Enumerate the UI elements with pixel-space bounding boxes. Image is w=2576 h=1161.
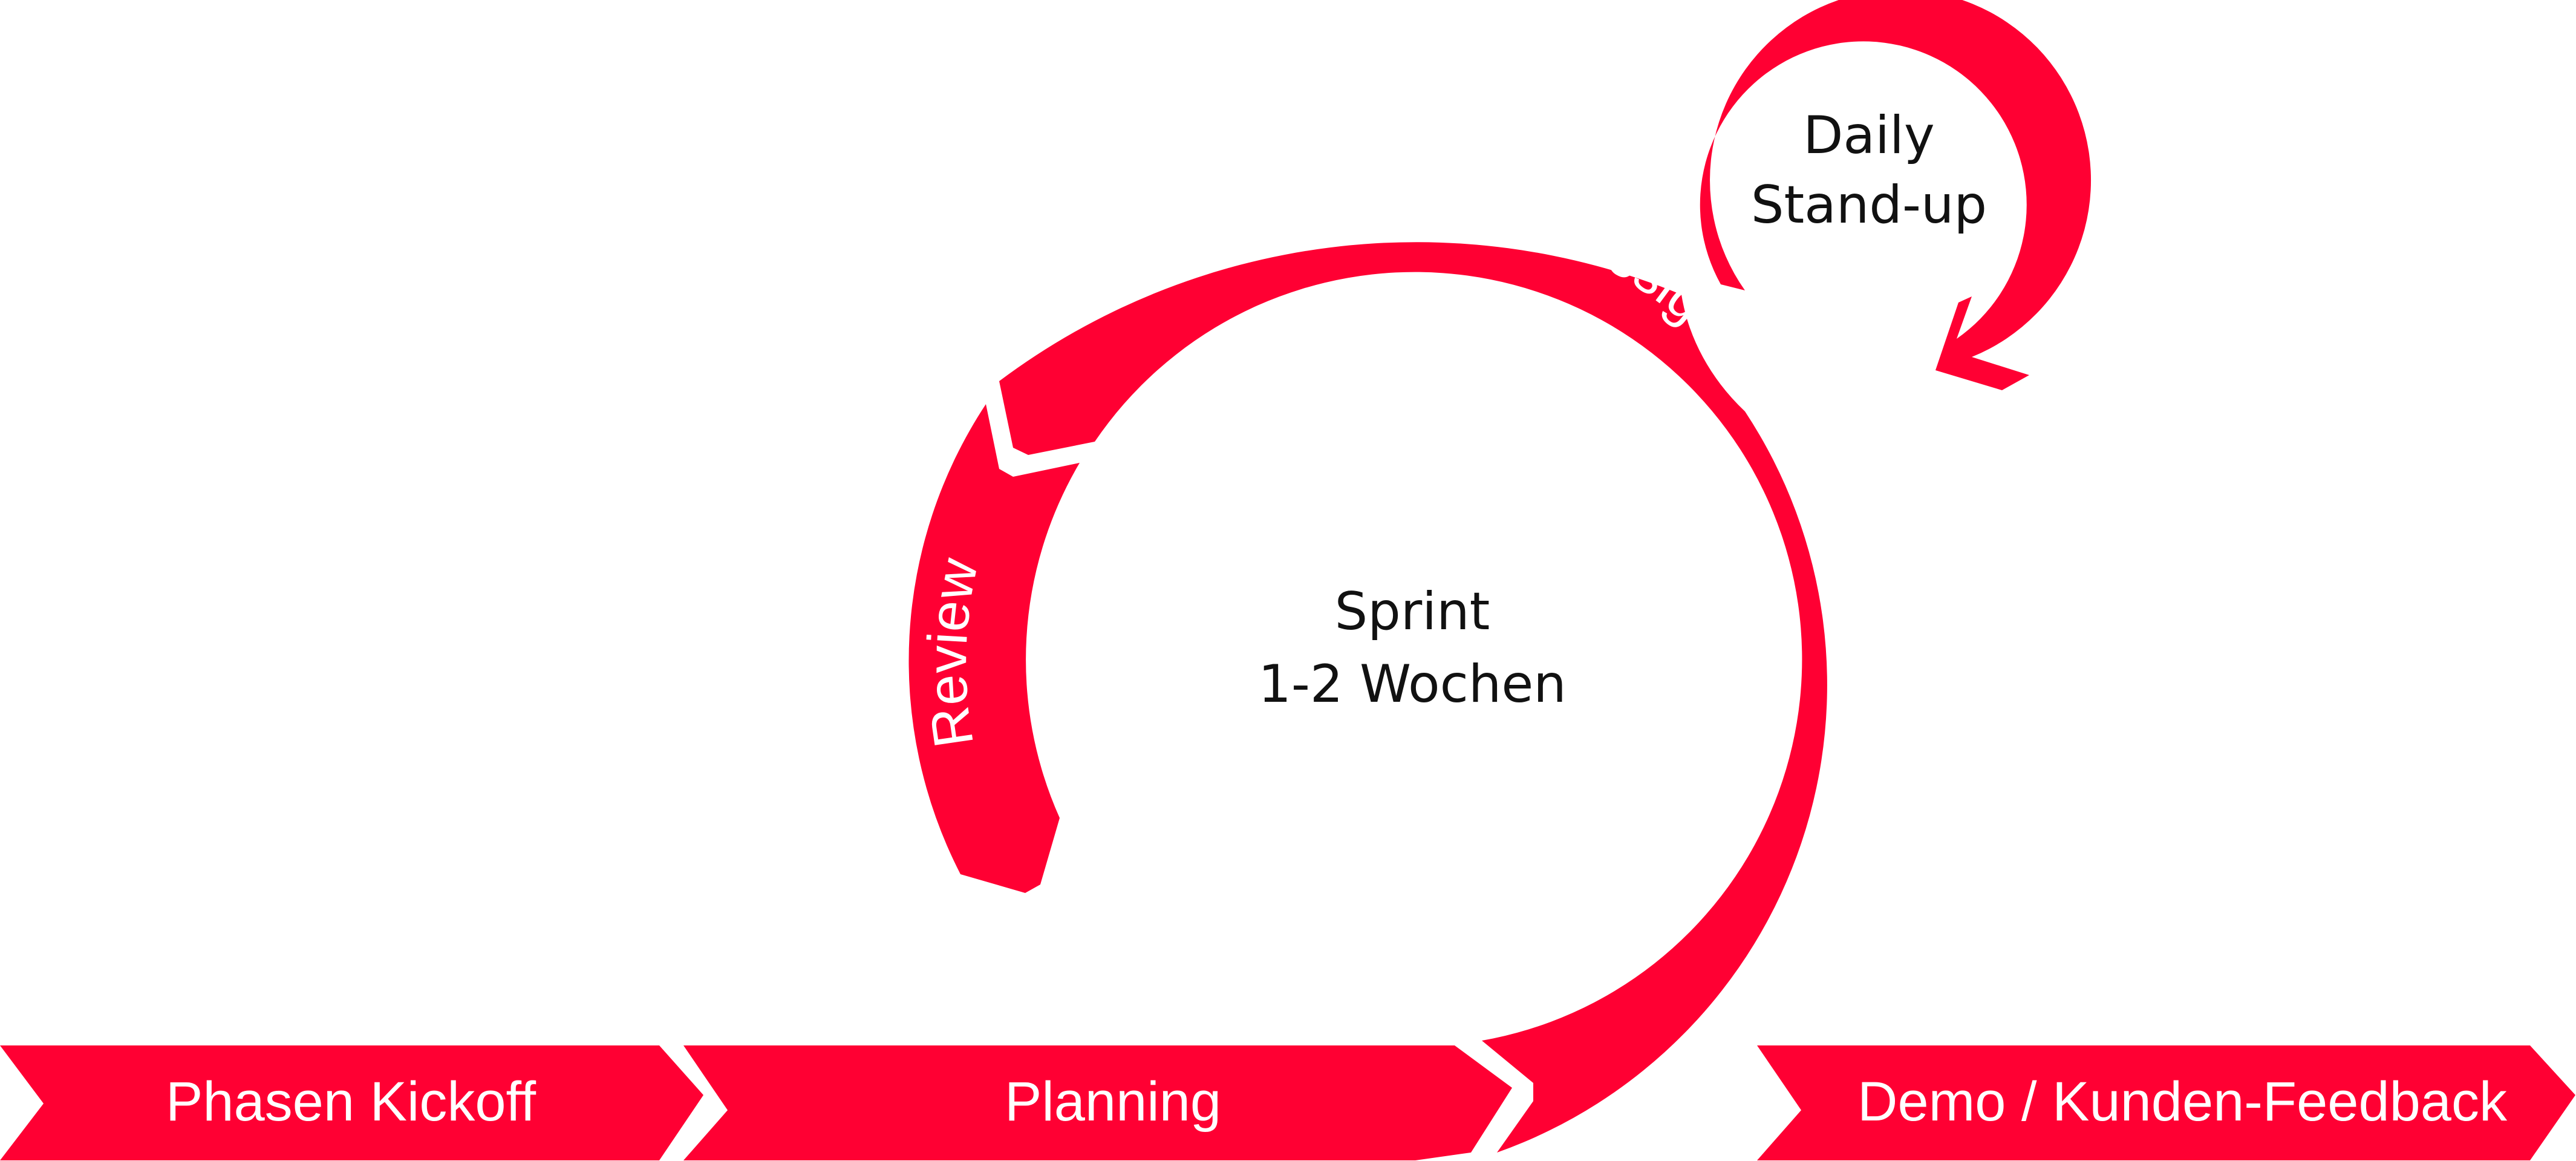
phase-banner-demo — [1757, 1045, 2575, 1160]
phase-label-planning: Planning — [1005, 1071, 1221, 1133]
sprint-title: Sprint — [1335, 581, 1490, 642]
daily-standup-label-line2: Stand-up — [1751, 175, 1987, 235]
phase-label-demo: Demo / Kunden-Feedback — [1857, 1071, 2508, 1133]
review-arc — [908, 404, 1080, 893]
phase-banner-planning — [683, 1045, 1512, 1160]
daily-standup-label-line1: Daily — [1803, 105, 1935, 166]
sprint-cycle-ring — [999, 242, 1827, 1153]
phase-label-kickoff: Phasen Kickoff — [166, 1071, 536, 1133]
phase-banner-kickoff — [0, 1045, 703, 1160]
sprint-duration: 1-2 Wochen — [1258, 654, 1567, 715]
daily-standup-loop — [1700, 0, 2091, 390]
review-label: Review — [916, 553, 990, 751]
